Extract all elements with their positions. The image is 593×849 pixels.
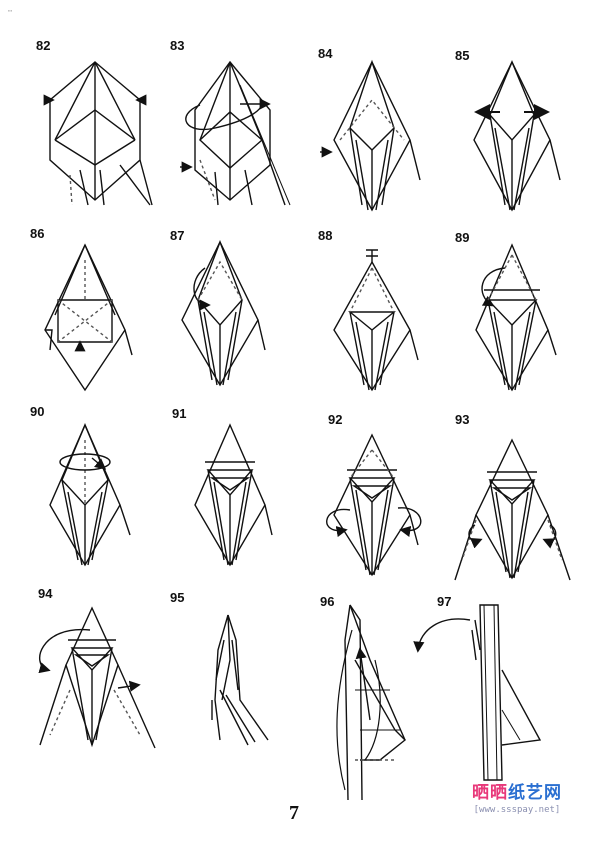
diagram-step-97 [418, 605, 540, 780]
watermark: 晒晒纸艺网 [www.ssspay.net] [452, 778, 582, 815]
diagram-step-85 [474, 62, 560, 210]
diagram-step-88 [334, 250, 418, 390]
diagram-step-91 [195, 425, 272, 565]
diagram-step-82 [44, 62, 152, 205]
diagram-step-93 [455, 440, 570, 580]
diagram-step-92 [327, 435, 421, 575]
watermark-title: 晒晒纸艺网 [452, 778, 582, 803]
diagram-step-86 [45, 245, 132, 390]
diagram-step-83 [180, 62, 290, 205]
watermark-url: [www.ssspay.net] [452, 805, 582, 815]
diagram-step-87 [182, 242, 265, 385]
diagram-step-89 [476, 245, 556, 390]
diagram-step-96 [337, 605, 405, 800]
diagram-step-94 [40, 608, 155, 748]
page-number: 7 [289, 802, 299, 825]
diagram-step-95 [212, 615, 268, 745]
diagram-step-90 [50, 425, 130, 565]
diagram-step-84 [320, 62, 420, 210]
